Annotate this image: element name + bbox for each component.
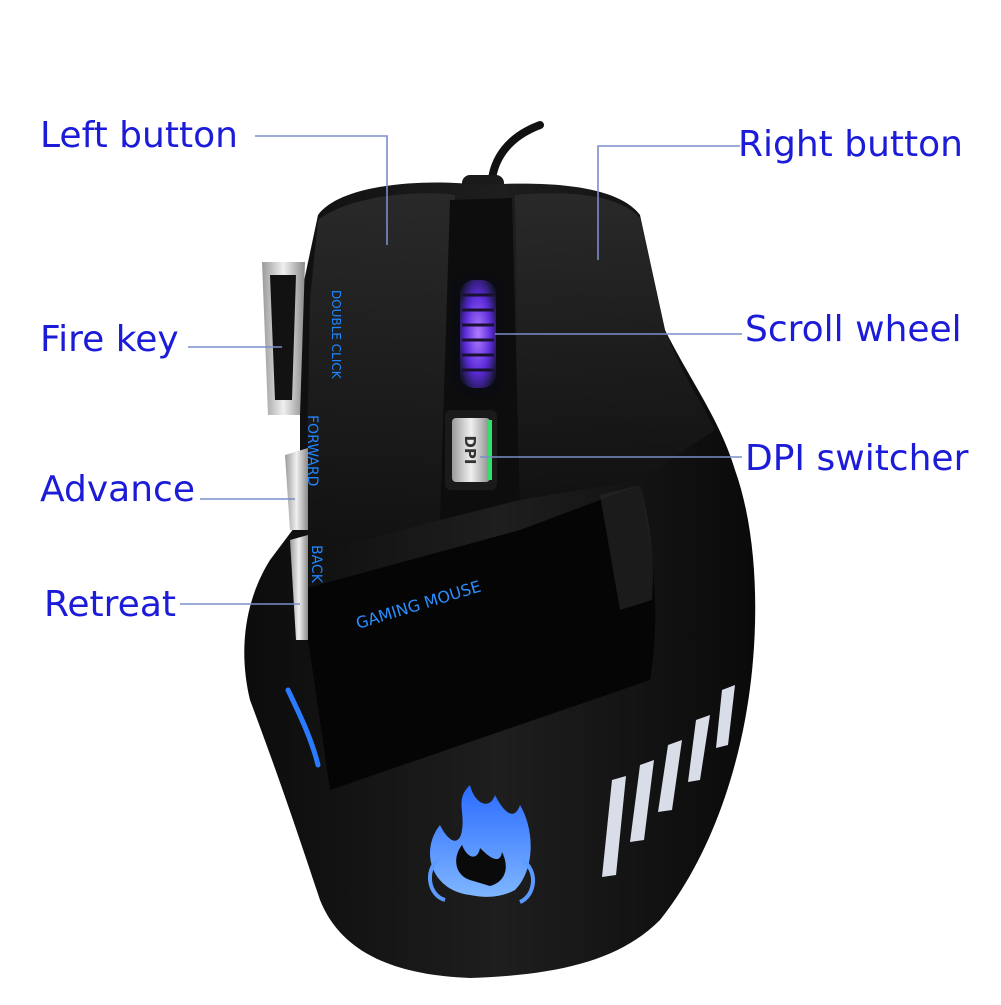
dpi-switcher-button[interactable]: DPI <box>445 410 497 490</box>
retreat-button[interactable] <box>290 535 308 640</box>
label-fire-key: Fire key <box>40 319 179 360</box>
leader-lines <box>180 135 742 605</box>
label-right-button: Right button <box>738 124 963 165</box>
flame-icon <box>428 785 535 904</box>
left-button[interactable] <box>305 193 455 555</box>
side-led-strip <box>285 687 321 768</box>
right-vent-slots <box>602 685 735 877</box>
leader-left-button <box>255 135 388 245</box>
label-scroll-wheel: Scroll wheel <box>745 309 962 350</box>
gloss-highlight <box>600 485 653 610</box>
fire-key[interactable] <box>262 262 305 415</box>
advance-button[interactable] <box>285 448 308 530</box>
dpi-print: DPI <box>461 435 479 464</box>
scroll-wheel[interactable] <box>460 280 496 388</box>
label-left-button: Left button <box>40 115 238 156</box>
front-gloss-panel <box>300 485 656 790</box>
back-print: BACK <box>308 545 324 584</box>
leader-right-button <box>597 145 740 260</box>
label-advance: Advance <box>40 469 195 510</box>
label-retreat: Retreat <box>44 584 176 625</box>
forward-print: FORWARD <box>304 415 320 486</box>
label-dpi-switcher: DPI switcher <box>745 438 969 479</box>
right-button[interactable] <box>515 193 715 500</box>
double-click-print: DOUBLE CLICK <box>329 290 343 380</box>
